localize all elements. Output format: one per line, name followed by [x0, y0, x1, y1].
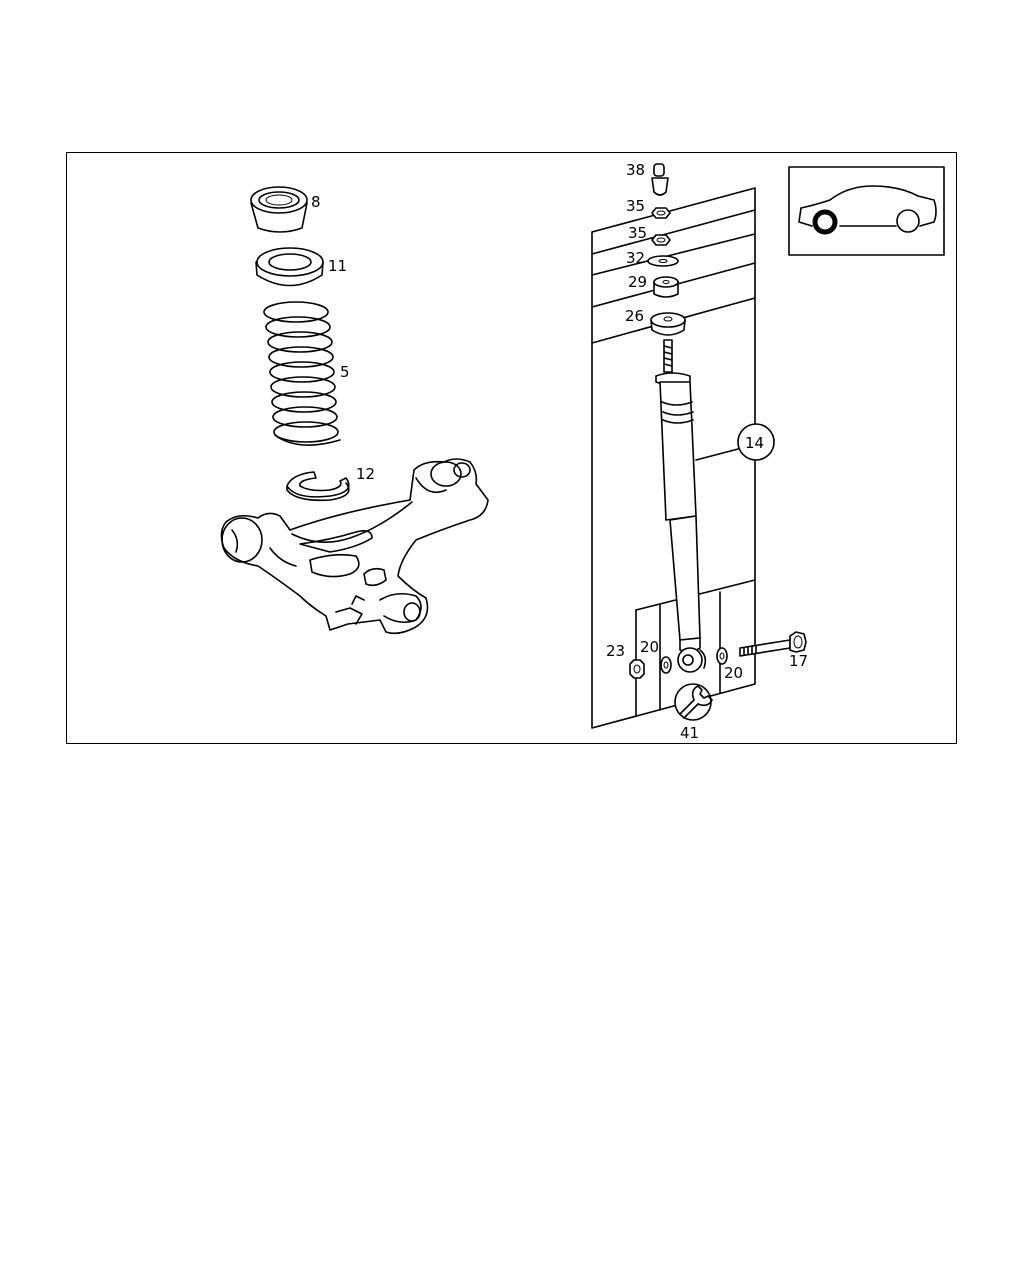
label-12: 12 — [356, 465, 375, 483]
lower-control-arm — [220, 458, 489, 635]
label-35-lower: 35 — [628, 224, 647, 242]
label-38: 38 — [626, 161, 645, 179]
diagram-frame — [66, 152, 957, 744]
label-5: 5 — [340, 363, 350, 381]
label-20-left: 20 — [640, 638, 659, 656]
part-23-nut — [629, 659, 645, 679]
label-11: 11 — [328, 257, 347, 275]
part-17-bolt — [739, 631, 807, 657]
part-5-coil-spring — [263, 301, 341, 446]
label-32: 32 — [626, 249, 645, 267]
part-11-spring-seat — [255, 247, 324, 287]
part-32-washer — [647, 255, 679, 267]
label-8: 8 — [311, 193, 321, 211]
wrench-icon — [674, 683, 713, 721]
car-locator-icon — [788, 166, 945, 256]
label-29: 29 — [628, 273, 647, 291]
label-26: 26 — [625, 307, 644, 325]
part-20-washer-right — [716, 647, 728, 665]
part-35-nut-upper — [651, 207, 671, 219]
label-17: 17 — [789, 652, 808, 670]
part-29-bushing — [653, 276, 679, 298]
label-23: 23 — [606, 642, 625, 660]
part-38-dust-cap — [651, 163, 669, 196]
part-12-spring-pad — [286, 471, 350, 502]
label-14-callout — [737, 423, 775, 461]
part-35-nut-lower — [651, 234, 671, 246]
part-8-mount — [250, 186, 308, 233]
part-26-bushing — [650, 312, 686, 336]
label-14: 14 — [745, 434, 764, 452]
part-14-shock-absorber — [655, 339, 707, 673]
label-41: 41 — [680, 724, 699, 742]
part-20-washer-left — [660, 656, 672, 674]
label-35-upper: 35 — [626, 197, 645, 215]
label-20-right: 20 — [724, 664, 743, 682]
